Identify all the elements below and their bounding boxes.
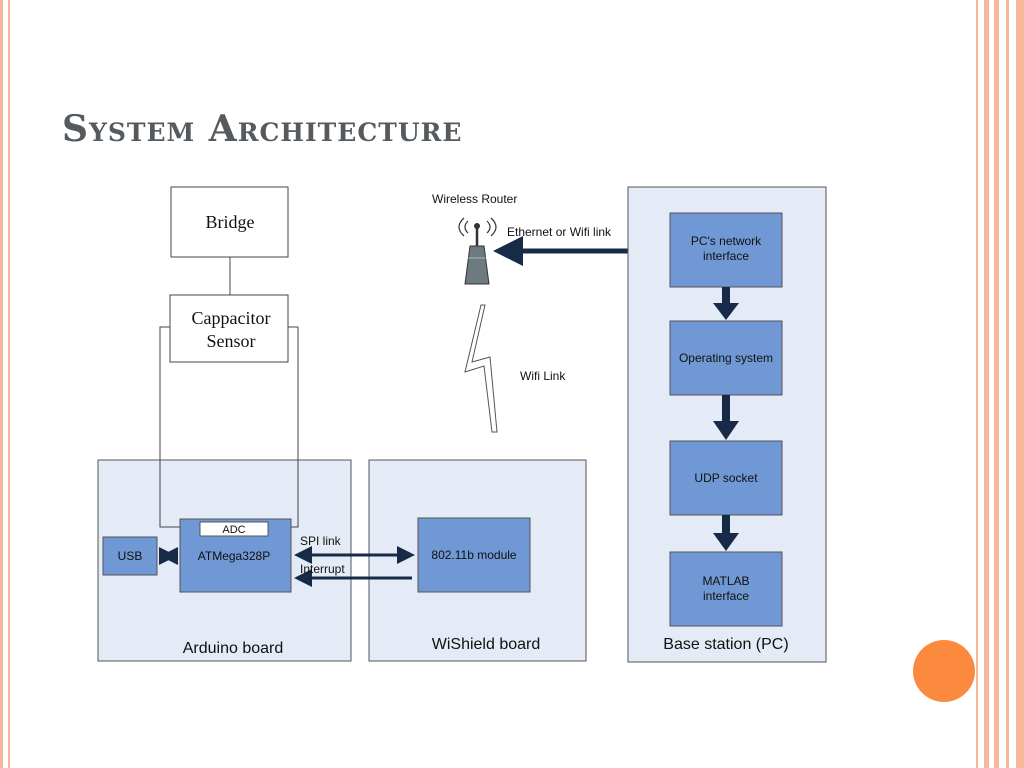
- wifi-module-label: 802.11b module: [431, 548, 517, 562]
- arduino-board-label: Arduino board: [183, 640, 284, 657]
- mcu-label: ATMega328P: [198, 549, 271, 563]
- bridge-label: Bridge: [206, 212, 255, 232]
- pc-network-interface-block: PC's network interface: [669, 212, 783, 288]
- adc-box: [199, 521, 269, 537]
- left-border-decoration: [0, 0, 10, 768]
- base-station-label: Base station (PC): [663, 636, 788, 653]
- capacitor-label-line1: Cappacitor: [192, 308, 271, 328]
- mcu-block: ADC ATMega328P: [179, 518, 292, 593]
- sensor-wire-left: [159, 326, 180, 528]
- usb-block: USB: [102, 536, 158, 576]
- router-label: Wireless Router: [432, 192, 517, 206]
- matlab-interface-block: MATLAB interface: [669, 551, 783, 627]
- router-link-label: Ethernet or Wifi link: [507, 225, 612, 239]
- udp-socket-block: UDP socket: [669, 440, 783, 516]
- udp-matlab-arrow: [713, 515, 739, 551]
- right-border-decoration: [976, 0, 1024, 768]
- page-title: System Architecture: [62, 108, 463, 150]
- pc-nic-label-line2: interface: [703, 249, 749, 263]
- udp-label: UDP socket: [694, 471, 758, 485]
- os-label: Operating system: [679, 351, 773, 365]
- matlab-label-line1: MATLAB: [702, 574, 749, 588]
- wireless-router-icon: [458, 217, 497, 285]
- capacitor-label-line2: Sensor: [207, 331, 256, 351]
- spi-link-label: SPI link: [300, 534, 342, 548]
- operating-system-block: Operating system: [669, 320, 783, 396]
- wishield-board-label: WiShield board: [432, 636, 541, 653]
- wifi-link-label: Wifi Link: [520, 369, 566, 383]
- capacitor-sensor-box: Cappacitor Sensor: [169, 294, 289, 363]
- bridge-box: Bridge: [170, 186, 289, 258]
- nic-os-arrow: [713, 287, 739, 320]
- os-udp-arrow: [713, 395, 739, 440]
- interrupt-label: Interrupt: [300, 562, 345, 576]
- adc-label: ADC: [222, 524, 245, 536]
- matlab-label-line2: interface: [703, 589, 749, 603]
- wifi-module-block: 802.11b module: [417, 517, 531, 593]
- pc-nic-label-line1: PC's network: [691, 234, 762, 248]
- sensor-wire-right: [288, 326, 299, 528]
- wifi-link-bolt: [464, 304, 498, 433]
- accent-circle: [913, 640, 975, 702]
- usb-label: USB: [118, 549, 143, 563]
